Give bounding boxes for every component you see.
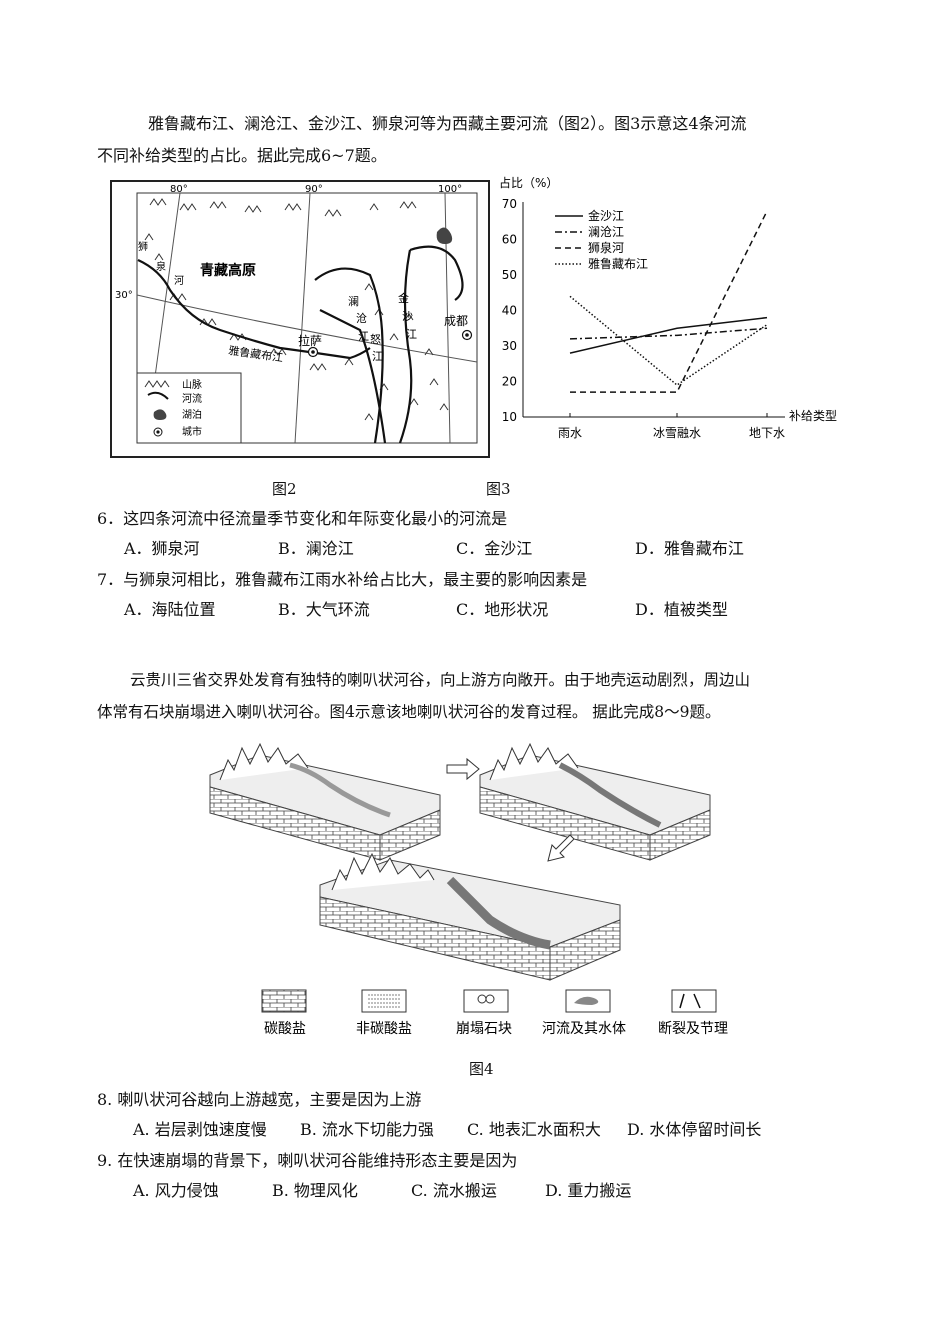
legend-mountain: 山脉 (182, 378, 202, 391)
q9-stem: 9. 在快速崩塌的背景下，喇叭状河谷能维持形态主要是因为 (97, 1151, 518, 1170)
x-tick-label: 雨水 (558, 426, 582, 440)
q9-option-a[interactable]: A. 风力侵蚀 (133, 1181, 219, 1200)
series-line-2 (570, 210, 768, 393)
q8-stem: 8. 喇叭状河谷越向上游越宽，主要是因为上游 (97, 1090, 422, 1109)
legend-label-2: 狮泉河 (588, 241, 624, 255)
series-line-3 (569, 295, 768, 386)
q7-option-b[interactable]: B．大气环流 (278, 600, 370, 619)
passage2-line2: 体常有石块崩塌进入喇叭状河谷。图4示意该地喇叭状河谷的发育过程。 据此完成8～9… (97, 703, 721, 721)
fig4-legend-noncarbonate: 非碳酸盐 (356, 1021, 412, 1037)
supply-chart: 占比（%） 补给类型 10 20 30 40 50 60 70 雨水 冰雪融水 地下水 金沙江澜… (499, 175, 837, 440)
series-line-1 (569, 327, 768, 340)
legend-city: 城市 (182, 425, 202, 438)
lon-label-100: 100° (438, 184, 462, 195)
city-label-chengdu: 成都 (444, 314, 468, 328)
y-tick-label: 50 (502, 268, 517, 282)
x-tick-label: 地下水 (749, 426, 785, 440)
q6-option-b[interactable]: B．澜沧江 (278, 539, 354, 558)
y-tick-label: 60 (502, 233, 517, 247)
series-line-0 (569, 316, 768, 354)
passage1-line1: 雅鲁藏布江、澜沧江、金沙江、狮泉河等为西藏主要河流（图2）。图3示意这4条河流 (148, 114, 747, 133)
arrow-down-left-icon (547, 834, 575, 862)
city-label-lhasa: 拉萨 (298, 333, 322, 348)
river-label-nu: 怒 (370, 332, 381, 346)
river-label-shiquan: 狮 (138, 240, 148, 253)
legend-lake: 湖泊 (182, 409, 202, 421)
valley-stage-3 (319, 852, 621, 981)
svg-text:河: 河 (174, 275, 184, 287)
legend-river: 河流 (182, 392, 202, 405)
river-lines (137, 245, 464, 444)
svg-text:泉: 泉 (156, 260, 166, 273)
valley-stage-2 (479, 742, 711, 861)
y-tick-label: 70 (502, 197, 517, 211)
q8-option-b[interactable]: B. 流水下切能力强 (300, 1120, 434, 1139)
lake-shape (436, 227, 453, 244)
lon-label-90: 90° (305, 184, 323, 195)
q6-option-c[interactable]: C．金沙江 (456, 539, 533, 558)
valley-stage-1 (209, 742, 441, 861)
svg-text:江: 江 (406, 328, 417, 341)
q7-option-d[interactable]: D．植被类型 (635, 600, 728, 619)
q9-option-c[interactable]: C. 流水搬运 (411, 1181, 497, 1200)
fig4-legend (261, 989, 717, 1013)
lat-label-30: 30° (115, 290, 133, 301)
q6-option-d[interactable]: D．雅鲁藏布江 (635, 539, 744, 558)
q8-option-a[interactable]: A. 岩层剥蚀速度慢 (133, 1120, 267, 1139)
passage1-line2: 不同补给类型的占比。据此完成6~7题。 (97, 146, 387, 165)
svg-text:江: 江 (372, 350, 383, 363)
chart-ylabel: 占比（%） (499, 175, 558, 190)
q6-stem: 6．这四条河流中径流量季节变化和年际变化最小的河流是 (97, 509, 508, 528)
x-tick-label: 冰雪融水 (653, 426, 701, 440)
q7-stem: 7．与狮泉河相比，雅鲁藏布江雨水补给占比大，最主要的影响因素是 (97, 570, 588, 589)
arrow-right-icon (446, 757, 480, 781)
fig3-caption: 图3 (486, 480, 511, 498)
fig4-caption: 图4 (469, 1060, 494, 1078)
svg-text:江: 江 (358, 330, 369, 343)
svg-text:沧: 沧 (356, 311, 367, 325)
q7-option-c[interactable]: C．地形状况 (456, 600, 549, 619)
q8-option-c[interactable]: C. 地表汇水面积大 (467, 1120, 601, 1139)
river-label-lancang: 澜 (348, 294, 359, 308)
valley-figure: 碳酸盐 非碳酸盐 崩塌石块 河流及其水体 断裂及节理 (209, 742, 728, 1037)
legend-label-1: 澜沧江 (588, 224, 624, 239)
legend-label-3: 雅鲁藏布江 (588, 256, 648, 271)
chart-xlabel: 补给类型 (789, 409, 837, 423)
map-figure: 80° 90° 100° 30° 青藏高原 狮 泉 河 雅鲁藏布江 澜 沧 江 … (110, 180, 490, 458)
y-tick-label: 40 (502, 304, 517, 318)
fig4-legend-carbonate: 碳酸盐 (264, 1021, 306, 1037)
q9-option-b[interactable]: B. 物理风化 (272, 1181, 358, 1200)
river-label-jinsha: 金 (398, 291, 409, 305)
lon-label-80: 80° (170, 184, 188, 195)
fig2-caption: 图2 (272, 480, 297, 498)
q9-option-d[interactable]: D. 重力搬运 (545, 1181, 632, 1200)
fig4-legend-river: 河流及其水体 (542, 1021, 626, 1037)
y-tick-label: 30 (502, 339, 517, 353)
q6-option-a[interactable]: A．狮泉河 (124, 539, 200, 558)
fig4-legend-fault: 断裂及节理 (658, 1021, 728, 1037)
fig4-legend-rockfall: 崩塌石块 (456, 1021, 512, 1037)
q8-option-d[interactable]: D. 水体停留时间长 (627, 1120, 762, 1139)
passage2-line1: 云贵川三省交界处发育有独特的喇叭状河谷，向上游方向敞开。由于地壳运动剧烈，周边山 (130, 671, 751, 689)
svg-text:沙: 沙 (402, 310, 413, 323)
legend-label-0: 金沙江 (588, 208, 624, 223)
q7-option-a[interactable]: A．海陆位置 (124, 600, 216, 619)
region-label: 青藏高原 (200, 262, 256, 279)
y-tick-label: 10 (502, 410, 517, 424)
y-tick-label: 20 (502, 375, 517, 389)
